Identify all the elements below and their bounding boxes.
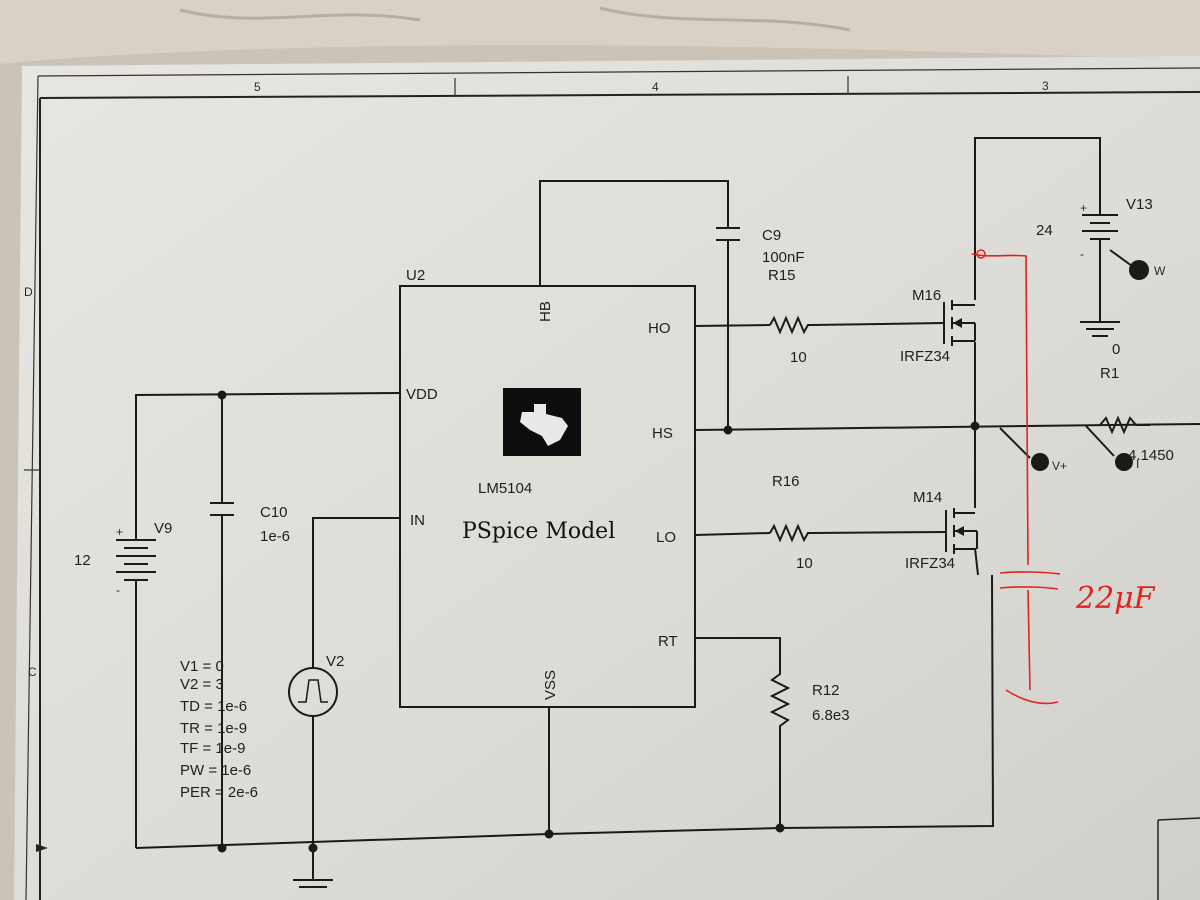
handwritten-capacitor — [971, 249, 1061, 705]
marble-vein — [179, 6, 851, 32]
pin-lo: LO — [656, 529, 676, 546]
battery-v9: + - — [116, 525, 156, 597]
svg-text:+: + — [116, 525, 123, 539]
probe-current-label: I — [1136, 457, 1139, 471]
pin-rt: RT — [658, 633, 678, 650]
r1-value: 4.1450 — [1128, 447, 1174, 464]
v2-param: PER = 2e-6 — [180, 784, 258, 801]
junctions — [217, 390, 980, 853]
drawing-frame — [24, 67, 1200, 900]
handwritten-annotation: 22μF — [1075, 581, 1156, 616]
c10-value: 1e-6 — [260, 528, 290, 545]
v2-param: TD = 1e-6 — [180, 698, 247, 715]
ic-u2-body — [399, 285, 696, 708]
v13-value: 24 — [1036, 222, 1053, 239]
frame-row-c: C — [28, 665, 37, 679]
m14-ref: M14 — [913, 489, 942, 506]
v2-param: TR = 1e-9 — [180, 720, 247, 737]
r1-ref: R1 — [1100, 365, 1119, 382]
m14-part: IRFZ34 — [905, 555, 955, 572]
frame-col-4: 4 — [652, 80, 659, 94]
v2-param: PW = 1e-6 — [180, 762, 251, 779]
resistor-r15 — [769, 315, 812, 335]
resistor-r16 — [769, 523, 812, 543]
frame-row-d: D — [24, 285, 33, 299]
r12-ref: R12 — [812, 682, 840, 699]
paper-sheet — [14, 56, 1200, 900]
r12-value: 6.8e3 — [812, 707, 850, 724]
m16-ref: M16 — [912, 287, 941, 304]
frame-col-3: 3 — [1042, 79, 1049, 93]
r15-value: 10 — [790, 349, 807, 366]
c10-ref: C10 — [260, 504, 288, 521]
pulse-source-v2-icon — [288, 667, 338, 717]
c9-ref: C9 — [762, 227, 781, 244]
svg-text:-: - — [1080, 247, 1084, 261]
v2-param: V1 = 0 — [180, 658, 224, 675]
m16-part: IRFZ34 — [900, 348, 950, 365]
frame-col-5: 5 — [254, 80, 261, 94]
probe-w-label: W — [1154, 264, 1166, 278]
pin-in: IN — [410, 512, 425, 529]
mosfet-m16 — [943, 300, 976, 346]
probe-vplus-label: V+ — [1052, 459, 1067, 473]
v2-param: TF = 1e-9 — [180, 740, 245, 757]
v13-ref: V13 — [1126, 196, 1153, 213]
ground-symbol-main — [293, 879, 333, 888]
ground-symbol-v13 — [1080, 321, 1120, 337]
capacitor-c10 — [210, 502, 234, 516]
v2-params: V1 = 0 V2 = 3 TD = 1e-6 TR = 1e-9 TF = 1… — [180, 658, 258, 801]
probe-w-icon[interactable] — [1109, 249, 1149, 280]
pin-vdd: VDD — [406, 386, 438, 403]
resistor-r12 — [769, 668, 791, 732]
pin-vss: VSS — [542, 670, 559, 700]
r16-ref: R16 — [772, 473, 800, 490]
ic-part: LM5104 — [478, 480, 532, 497]
v9-value: 12 — [74, 552, 91, 569]
r16-value: 10 — [796, 555, 813, 572]
battery-v13: + - — [1080, 201, 1118, 261]
probe-vplus-icon[interactable] — [999, 427, 1049, 471]
svg-text:+: + — [1080, 201, 1087, 215]
v2-param: V2 = 3 — [180, 676, 224, 693]
r15-ref: R15 — [768, 267, 796, 284]
capacitor-c9 — [716, 227, 740, 241]
pin-hs: HS — [652, 425, 673, 442]
ic-model: PSpice Model — [462, 519, 615, 544]
mosfet-m14 — [945, 508, 978, 554]
ic-ref: U2 — [406, 267, 425, 284]
probe-current-icon[interactable] — [1085, 425, 1133, 471]
v2-ref: V2 — [326, 653, 344, 670]
resistor-r1 — [1099, 415, 1150, 435]
svg-text:-: - — [116, 583, 120, 597]
texas-logo-icon — [520, 404, 568, 446]
pin-hb: HB — [537, 301, 554, 322]
c9-value: 100nF — [762, 249, 805, 266]
pin-ho: HO — [648, 320, 671, 337]
v9-ref: V9 — [154, 520, 172, 537]
ground-label: 0 — [1112, 341, 1120, 358]
